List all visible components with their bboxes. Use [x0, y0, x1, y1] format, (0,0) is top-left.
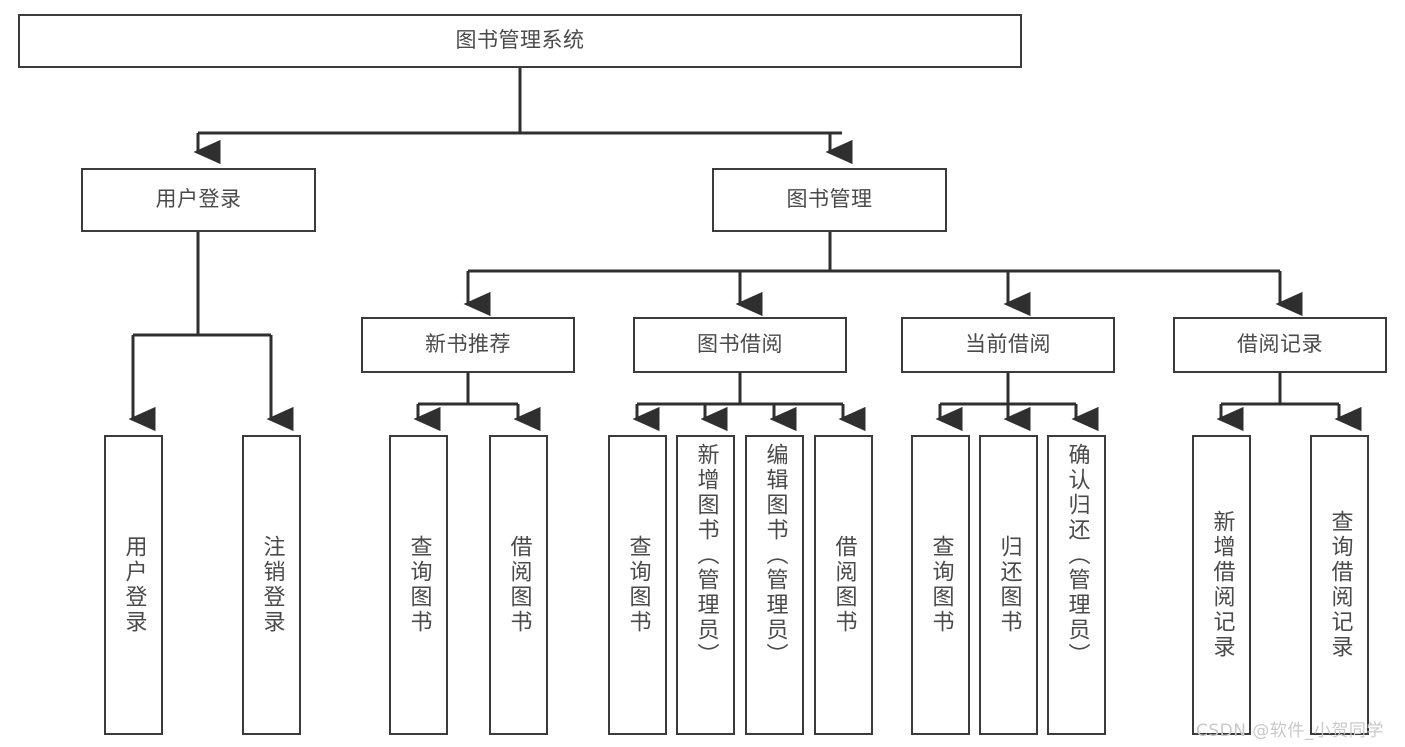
node-leaf-confirm-return-label: 确认归还（管理员）	[1064, 443, 1090, 668]
node-leaf-logout-login[interactable]: 注销登录	[242, 435, 301, 735]
node-root[interactable]: 图书管理系统	[18, 14, 1022, 68]
csdn-watermark: CSDN @软件_小贺同学	[1196, 721, 1384, 741]
node-leaf-borrow-book-2-label: 借阅图书	[831, 535, 857, 635]
node-leaf-query-record-label: 查询借阅记录	[1327, 510, 1353, 660]
node-root-label: 图书管理系统	[455, 28, 585, 53]
node-leaf-return-book[interactable]: 归还图书	[979, 435, 1038, 735]
node-book-borrow[interactable]: 图书借阅	[633, 317, 847, 373]
node-book-management[interactable]: 图书管理	[712, 168, 947, 232]
node-leaf-return-book-label: 归还图书	[996, 535, 1022, 635]
node-leaf-query-book-1-label: 查询图书	[406, 535, 432, 635]
node-leaf-query-book-3[interactable]: 查询图书	[911, 435, 970, 735]
node-leaf-add-record-label: 新增借阅记录	[1209, 510, 1235, 660]
node-leaf-add-book[interactable]: 新增图书（管理员）	[676, 435, 735, 735]
node-leaf-logout-login-label: 注销登录	[259, 535, 285, 635]
node-leaf-query-record[interactable]: 查询借阅记录	[1310, 435, 1369, 735]
node-leaf-user-login[interactable]: 用户登录	[104, 435, 163, 735]
node-leaf-borrow-book-2[interactable]: 借阅图书	[814, 435, 873, 735]
node-leaf-borrow-book-1-label: 借阅图书	[506, 535, 532, 635]
node-book-borrow-label: 图书借阅	[697, 332, 783, 357]
node-leaf-borrow-book-1[interactable]: 借阅图书	[489, 435, 548, 735]
node-book-management-label: 图书管理	[786, 187, 873, 212]
node-new-book-recommend[interactable]: 新书推荐	[361, 317, 575, 373]
node-leaf-query-book-2-label: 查询图书	[625, 535, 651, 635]
node-new-book-recommend-label: 新书推荐	[425, 332, 511, 357]
node-current-borrow-label: 当前借阅	[965, 332, 1051, 357]
node-leaf-query-book-2[interactable]: 查询图书	[608, 435, 667, 735]
node-leaf-confirm-return[interactable]: 确认归还（管理员）	[1047, 435, 1106, 735]
node-leaf-edit-book[interactable]: 编辑图书（管理员）	[745, 435, 804, 735]
node-current-borrow[interactable]: 当前借阅	[901, 317, 1115, 373]
node-leaf-query-book-3-label: 查询图书	[928, 535, 954, 635]
node-borrow-record-label: 借阅记录	[1237, 332, 1323, 357]
node-leaf-add-book-label: 新增图书（管理员）	[693, 443, 719, 668]
node-leaf-query-book-1[interactable]: 查询图书	[389, 435, 448, 735]
node-leaf-edit-book-label: 编辑图书（管理员）	[762, 443, 788, 668]
node-borrow-record[interactable]: 借阅记录	[1173, 317, 1387, 373]
node-leaf-user-login-label: 用户登录	[121, 535, 147, 635]
node-user-login-label: 用户登录	[155, 187, 242, 212]
node-user-login[interactable]: 用户登录	[81, 168, 316, 232]
node-leaf-add-record[interactable]: 新增借阅记录	[1192, 435, 1251, 735]
